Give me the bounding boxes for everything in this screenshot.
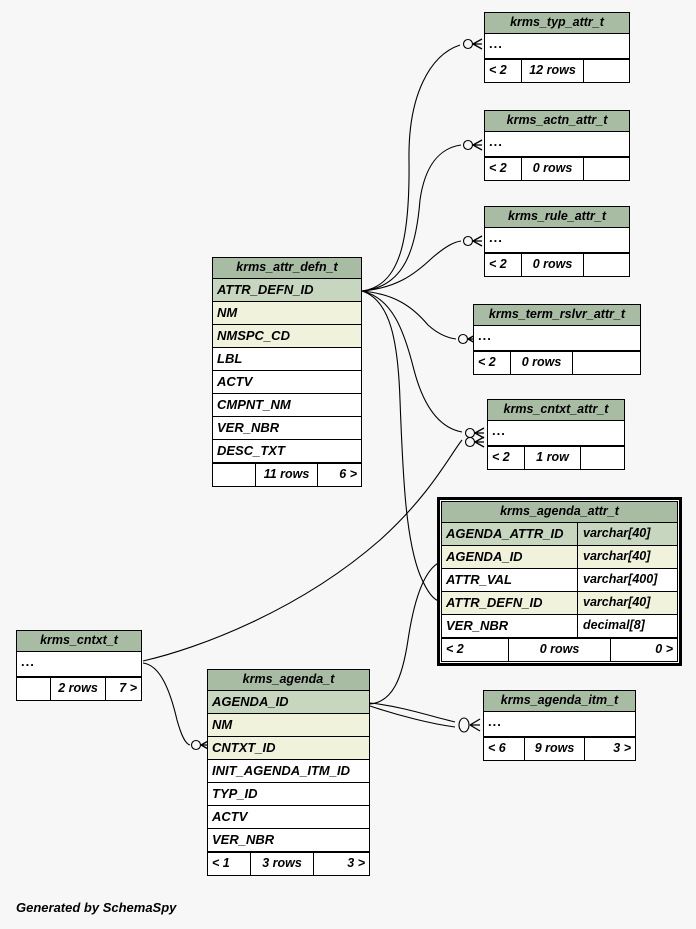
table-title: krms_cntxt_attr_t [488, 400, 624, 421]
table-collapsed-indicator: ... [484, 712, 635, 737]
table-krms-attr-defn-t[interactable]: krms_attr_defn_t ATTR_DEFN_ID NM NMSPC_C… [212, 257, 362, 487]
table-collapsed-indicator: ... [17, 652, 141, 677]
table-krms-typ-attr-t[interactable]: krms_typ_attr_t ... < 2 12 rows [484, 12, 630, 83]
table-title: krms_agenda_attr_t [442, 502, 677, 523]
table-footer: < 6 9 rows 3 > [484, 737, 635, 760]
table-column-row[interactable]: AGENDA_ID [208, 691, 369, 714]
table-krms-agenda-itm-t[interactable]: krms_agenda_itm_t ... < 6 9 rows 3 > [483, 690, 636, 761]
table-krms-cntxt-attr-t[interactable]: krms_cntxt_attr_t ... < 2 1 row [487, 399, 625, 470]
table-title: krms_attr_defn_t [213, 258, 361, 279]
table-column-row[interactable]: ACTV [208, 806, 369, 829]
table-footer: < 2 1 row [488, 446, 624, 469]
table-column-row[interactable]: ATTR_DEFN_ID [213, 279, 361, 302]
edge-attr-defn-to-rule-attr [361, 235, 483, 292]
table-footer: < 2 0 rows [474, 351, 640, 374]
edge-cntxt-to-agenda-cntxt-id [142, 662, 211, 751]
table-krms-agenda-attr-t[interactable]: krms_agenda_attr_t AGENDA_ATTR_ID varcha… [437, 497, 682, 666]
table-krms-term-rslvr-attr-t[interactable]: krms_term_rslvr_attr_t ... < 2 0 rows [473, 304, 641, 375]
table-title: krms_typ_attr_t [485, 13, 629, 34]
table-footer: < 2 0 rows [485, 253, 629, 276]
table-footer: 2 rows 7 > [17, 677, 141, 700]
table-column-row[interactable]: AGENDA_ATTR_ID varchar[40] [442, 523, 677, 546]
table-column-row[interactable]: NMSPC_CD [213, 325, 361, 348]
table-column-row[interactable]: DESC_TXT [213, 440, 361, 463]
table-column-row[interactable]: VER_NBR [213, 417, 361, 440]
table-footer: < 2 0 rows [485, 157, 629, 180]
table-title: krms_rule_attr_t [485, 207, 629, 228]
table-footer: < 1 3 rows 3 > [208, 852, 369, 875]
table-footer: 11 rows 6 > [213, 463, 361, 486]
table-column-row[interactable]: LBL [213, 348, 361, 371]
edge-attr-defn-to-term-rslvr-attr [361, 290, 478, 345]
table-title: krms_term_rslvr_attr_t [474, 305, 640, 326]
table-collapsed-indicator: ... [488, 421, 624, 446]
table-collapsed-indicator: ... [485, 228, 629, 253]
table-title: krms_actn_attr_t [485, 111, 629, 132]
table-column-row[interactable]: VER_NBR decimal[8] [442, 615, 677, 638]
table-column-row[interactable]: CMPNT_NM [213, 394, 361, 417]
table-column-row[interactable]: VER_NBR [208, 829, 369, 852]
table-column-row[interactable]: AGENDA_ID varchar[40] [442, 546, 677, 569]
table-krms-rule-attr-t[interactable]: krms_rule_attr_t ... < 2 0 rows [484, 206, 630, 277]
table-column-row[interactable]: NM [208, 714, 369, 737]
table-column-row[interactable]: ACTV [213, 371, 361, 394]
table-inner-frame: krms_agenda_attr_t AGENDA_ATTR_ID varcha… [441, 501, 678, 662]
table-title: krms_agenda_t [208, 670, 369, 691]
table-column-row[interactable]: ATTR_VAL varchar[400] [442, 569, 677, 592]
table-title: krms_cntxt_t [17, 631, 141, 652]
table-krms-agenda-t[interactable]: krms_agenda_t AGENDA_ID NM CNTXT_ID INIT… [207, 669, 370, 876]
diagram-caption: Generated by SchemaSpy [16, 900, 177, 915]
edge-agenda-to-agenda-itm [369, 702, 481, 733]
table-collapsed-indicator: ... [485, 132, 629, 157]
edge-attr-defn-to-cntxt-attr [361, 290, 485, 439]
table-column-row[interactable]: TYP_ID [208, 783, 369, 806]
table-column-row[interactable]: ATTR_DEFN_ID varchar[40] [442, 592, 677, 615]
table-collapsed-indicator: ... [474, 326, 640, 351]
table-footer: < 2 12 rows [485, 59, 629, 82]
table-column-row[interactable]: NM [213, 302, 361, 325]
table-krms-cntxt-t[interactable]: krms_cntxt_t ... 2 rows 7 > [16, 630, 142, 701]
table-title: krms_agenda_itm_t [484, 691, 635, 712]
table-krms-actn-attr-t[interactable]: krms_actn_attr_t ... < 2 0 rows [484, 110, 630, 181]
edge-attr-defn-to-actn-attr [361, 139, 483, 292]
edge-attr-defn-to-typ-attr [361, 38, 483, 292]
table-collapsed-indicator: ... [485, 34, 629, 59]
table-column-row[interactable]: INIT_AGENDA_ITM_ID [208, 760, 369, 783]
table-footer: < 2 0 rows 0 > [442, 638, 677, 661]
table-column-row[interactable]: CNTXT_ID [208, 737, 369, 760]
